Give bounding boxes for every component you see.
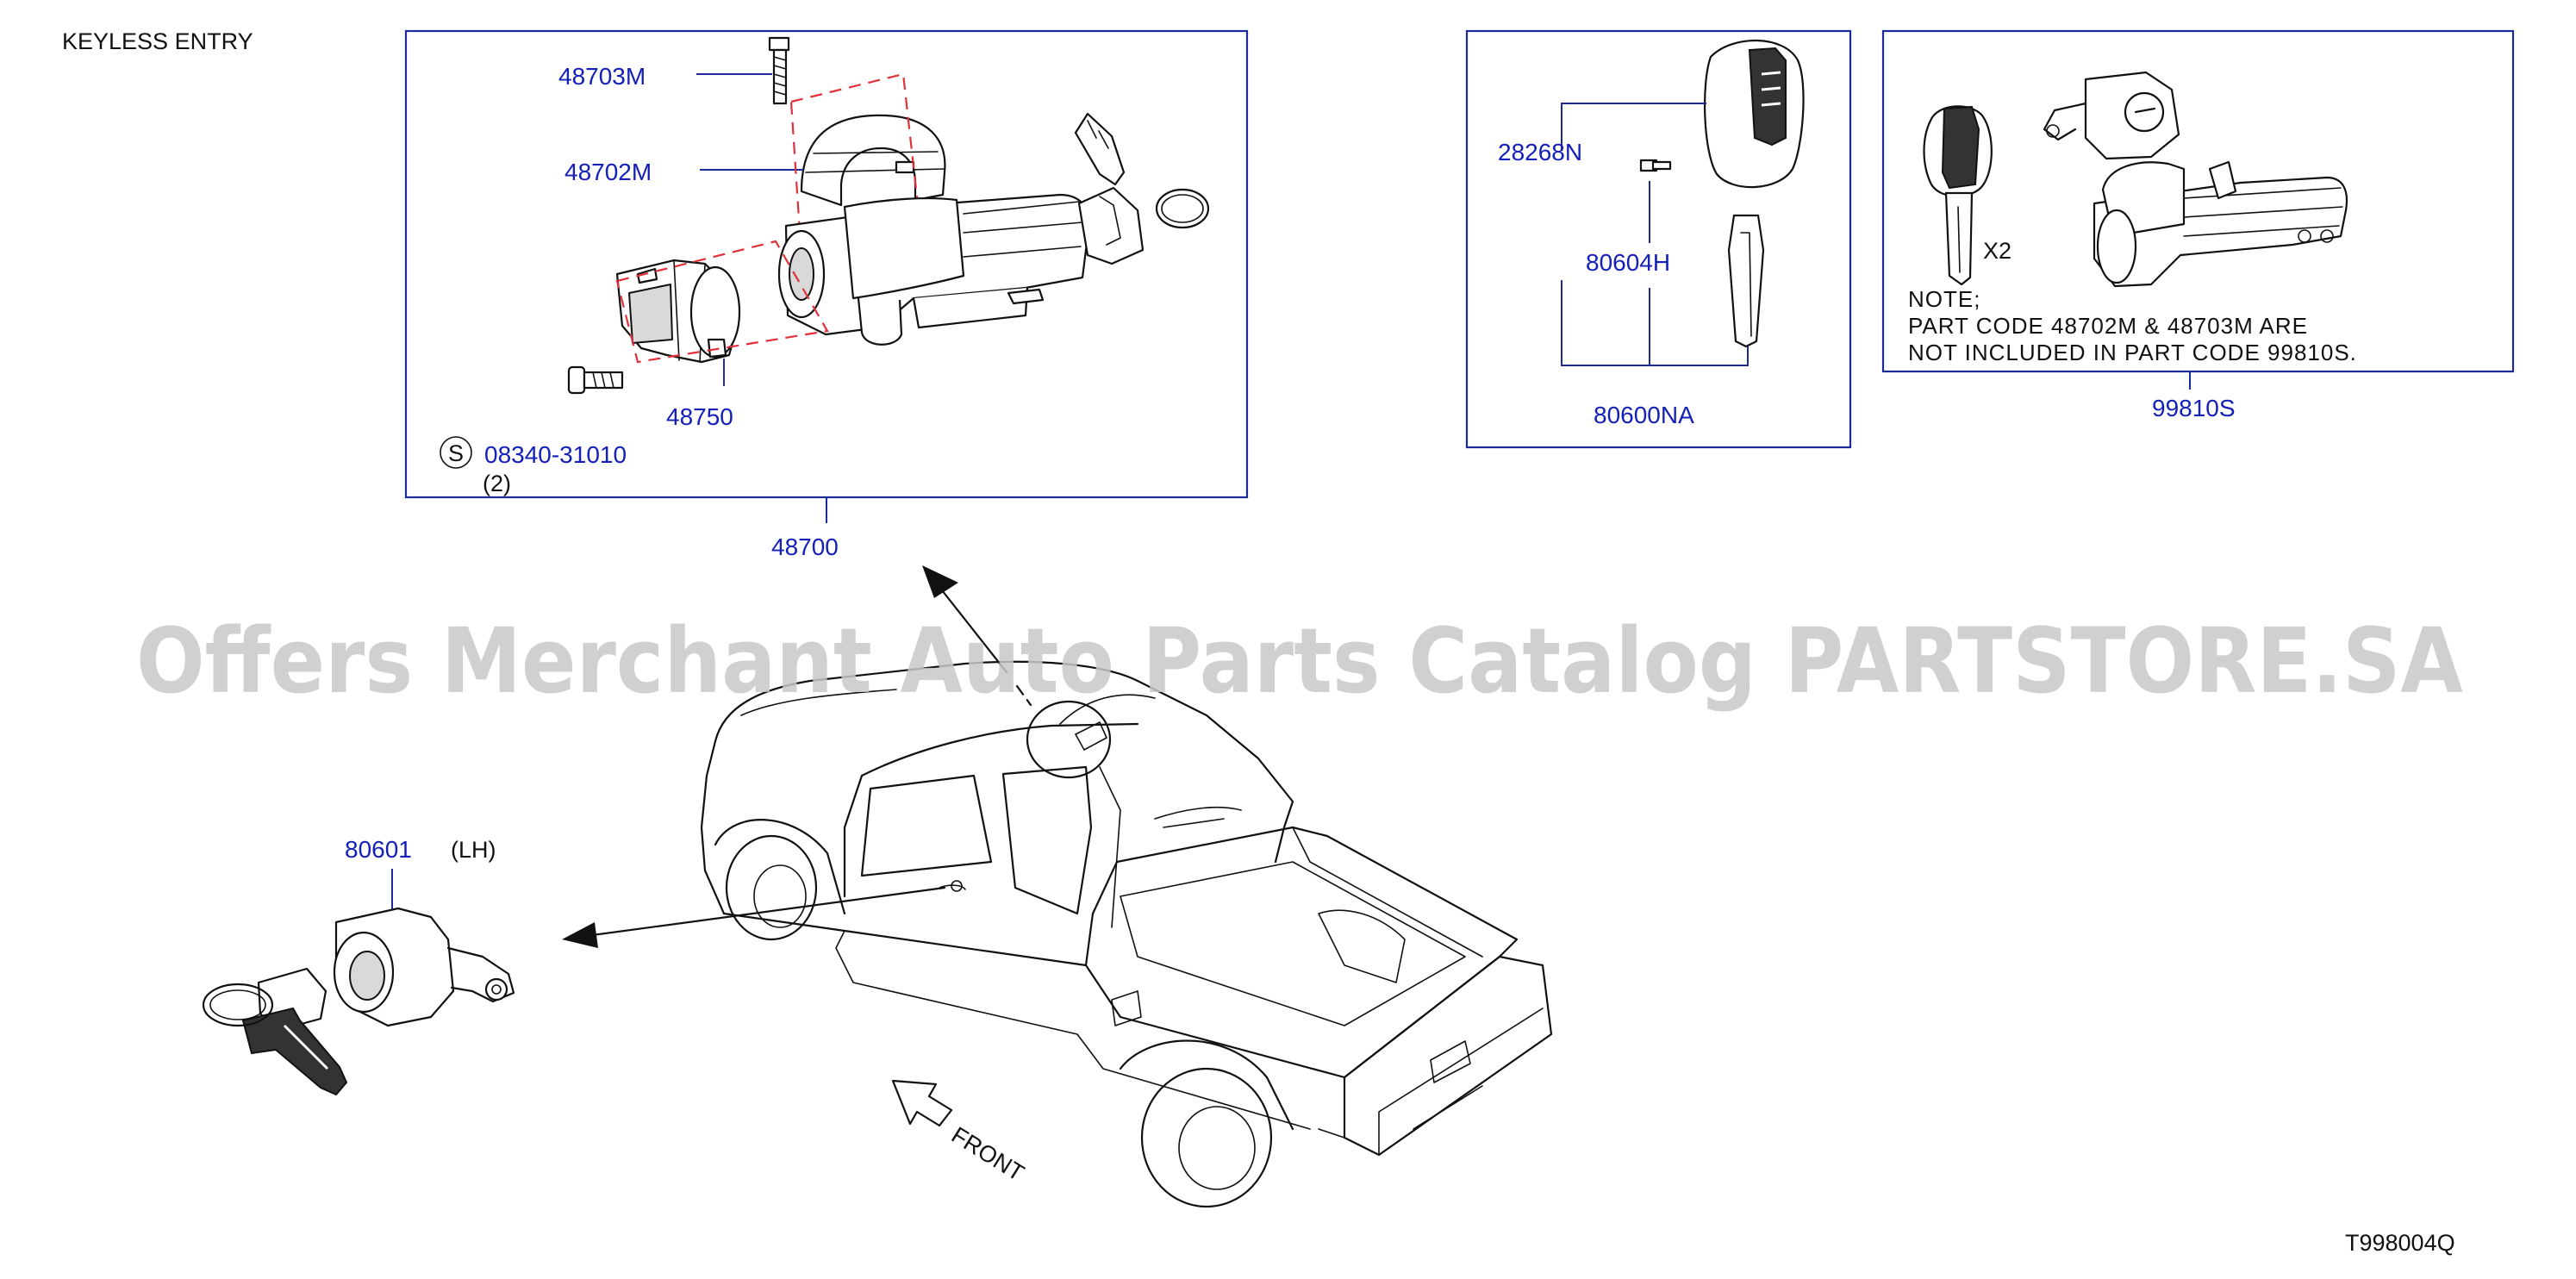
remote-shell-leader bbox=[1561, 103, 1706, 151]
ignition-switch-48750-drawing bbox=[615, 259, 741, 364]
steering-lock-drawing bbox=[777, 112, 1210, 346]
pickup-truck-drawing bbox=[700, 660, 1553, 1208]
ignition-group-number[interactable]: 48700 bbox=[771, 533, 839, 560]
switch-dashed-outline bbox=[615, 240, 829, 364]
screw-symbol-circle bbox=[440, 436, 472, 469]
key-screw-80604h-drawing bbox=[1639, 159, 1672, 172]
front-direction-arrow bbox=[891, 1079, 953, 1127]
kit-group-number[interactable]: 99810S bbox=[2152, 395, 2236, 421]
part-48750-label[interactable]: 48750 bbox=[666, 403, 733, 430]
front-label: FRONT bbox=[947, 1122, 1029, 1187]
door-lock-80601-drawing bbox=[202, 907, 515, 1096]
screw-quantity: (2) bbox=[483, 471, 511, 496]
bolt-48703m-drawing bbox=[768, 36, 790, 105]
kit-note-line-3: NOT INCLUDED IN PART CODE 99810S. bbox=[1908, 340, 2357, 365]
diagram-title: KEYLESS ENTRY bbox=[62, 28, 253, 54]
key-blade-drawing bbox=[1727, 214, 1765, 348]
kit-group-frame bbox=[1881, 29, 2515, 373]
screw-08340-drawing bbox=[567, 365, 624, 395]
part-48703m-label[interactable]: 48703M bbox=[558, 63, 646, 90]
kit-note-line-1: NOTE; bbox=[1908, 286, 1980, 312]
part-08340-label[interactable]: 08340-31010 bbox=[484, 441, 627, 468]
key-group-bracket-leader bbox=[1561, 280, 1749, 366]
screw-symbol: S bbox=[448, 440, 464, 466]
remote-key-shell-drawing bbox=[1703, 39, 1805, 189]
kit-door-cylinder-drawing bbox=[2043, 71, 2180, 160]
ignition-location-arrow bbox=[922, 565, 1032, 707]
watermark-text: Offers Merchant Auto Parts Catalog PARTS… bbox=[136, 608, 2463, 714]
kit-note-line-2: PART CODE 48702M & 48703M ARE bbox=[1908, 313, 2308, 339]
kit-steering-lock-drawing bbox=[2093, 160, 2348, 288]
door-lock-side: (LH) bbox=[451, 837, 496, 863]
kit-key-quantity: X2 bbox=[1983, 238, 2012, 264]
door-lock-location-arrow bbox=[562, 886, 946, 948]
part-28268n-label[interactable]: 28268N bbox=[1498, 139, 1582, 165]
kit-key-drawing bbox=[1923, 105, 1993, 286]
part-80601-label[interactable]: 80601 bbox=[345, 836, 412, 863]
key-group-number[interactable]: 80600NA bbox=[1594, 402, 1694, 428]
diagram-code: T998004Q bbox=[2345, 1230, 2455, 1256]
part-80604h-label[interactable]: 80604H bbox=[1586, 249, 1670, 276]
part-48702m-label[interactable]: 48702M bbox=[564, 159, 652, 185]
bracket-48702m-drawing bbox=[800, 114, 946, 207]
key-group-frame bbox=[1465, 29, 1852, 449]
